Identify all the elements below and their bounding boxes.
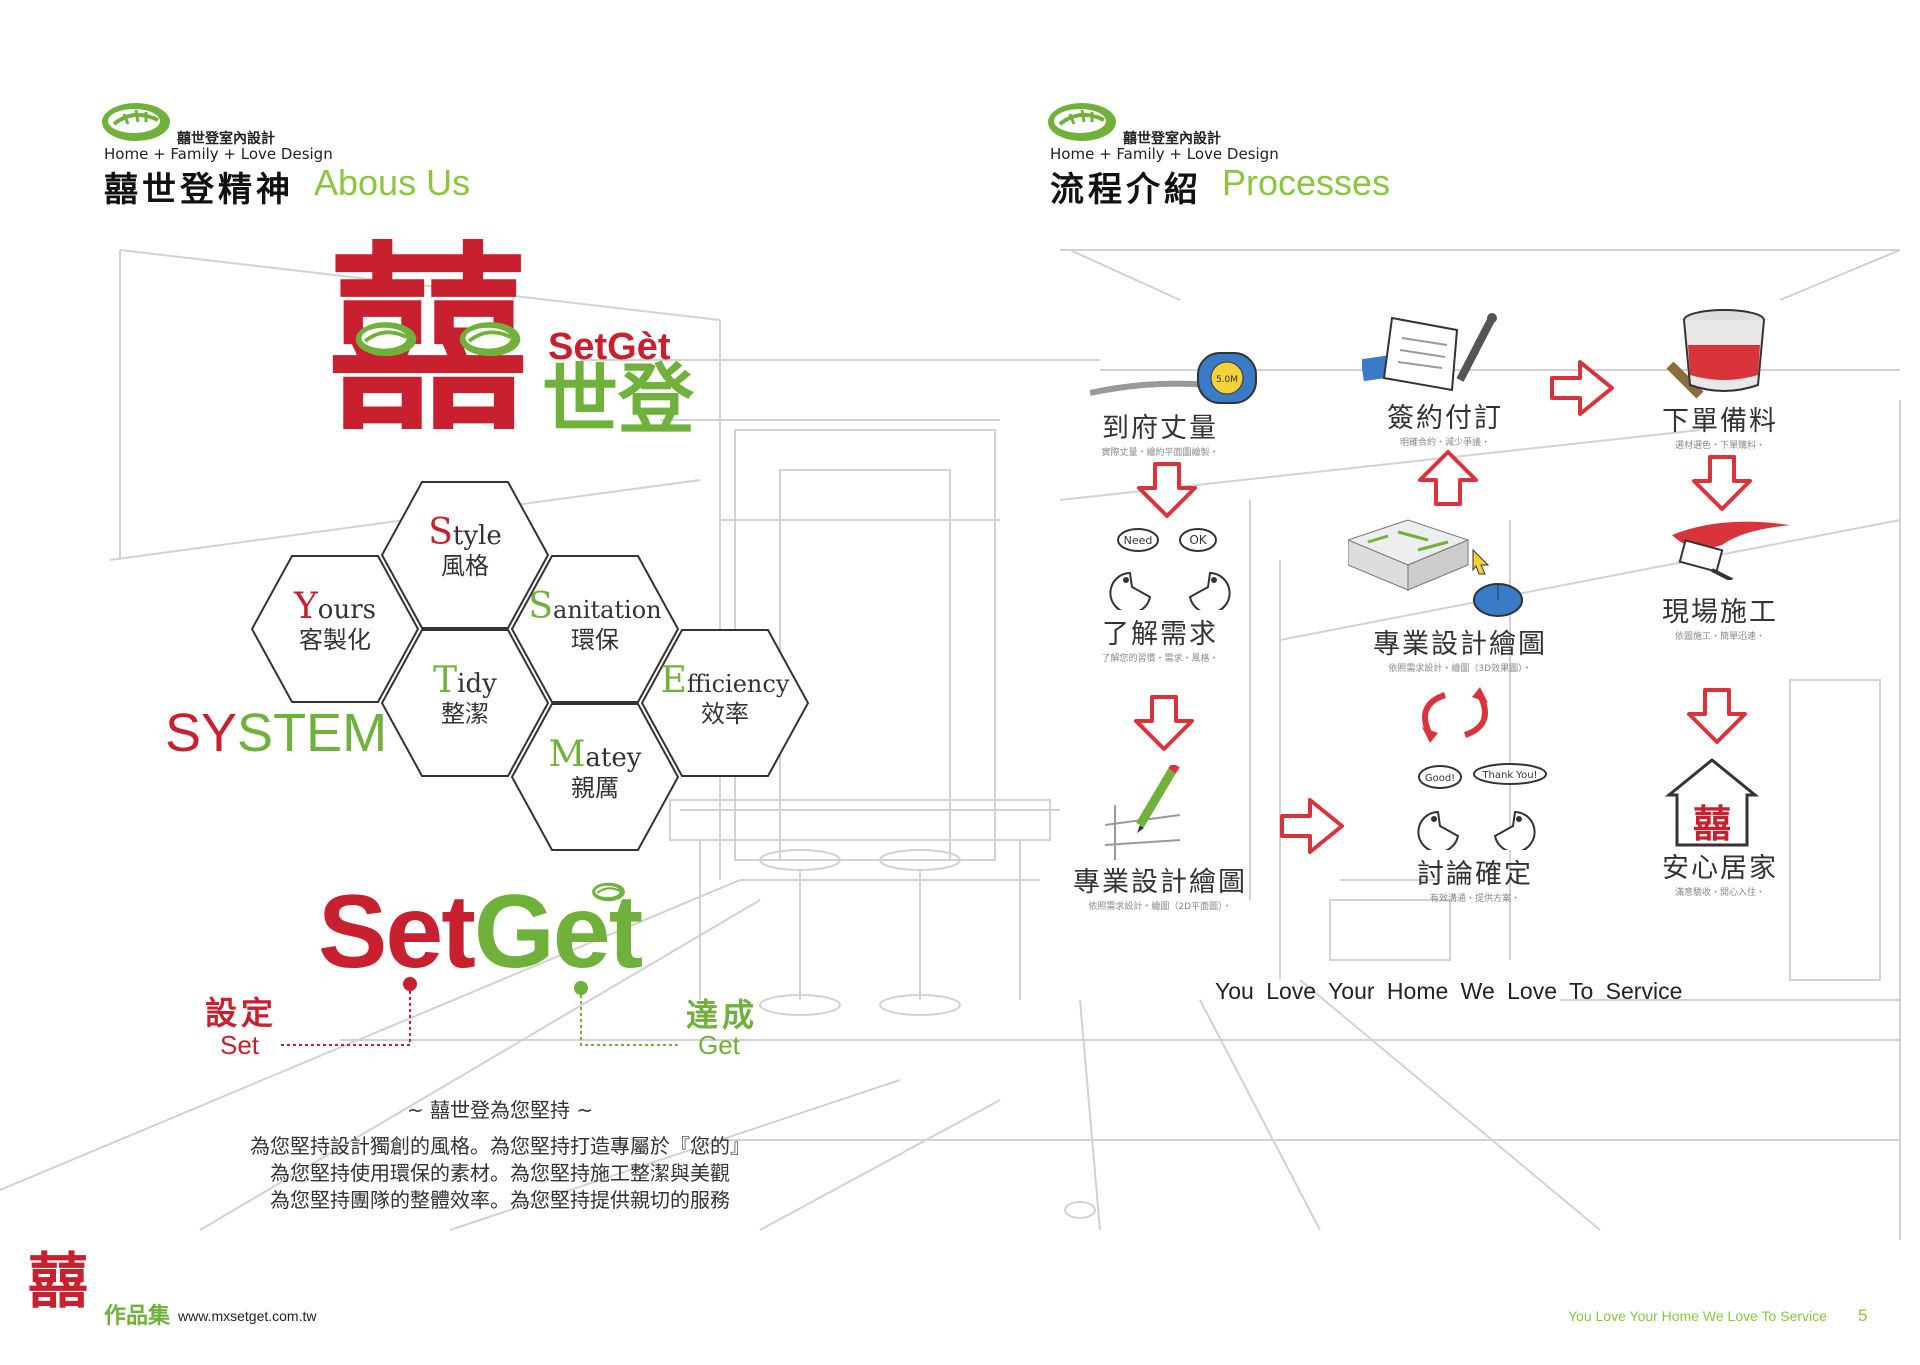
svg-text:囍: 囍	[1693, 802, 1731, 846]
discussion-good-thanks-icon: Good! Thank You!	[1417, 763, 1547, 850]
company-name: 囍世登室內設計	[1123, 131, 1221, 147]
step-discuss: 討論確定有效溝通・提供方案・	[1417, 859, 1533, 904]
leaf-logo-icon	[102, 103, 170, 141]
step-design-3d: 專業設計繪圖依照需求設計・繪圖（3D效果圖）・	[1373, 629, 1547, 674]
arrow-down-icon	[1134, 695, 1194, 751]
svg-text:Need: Need	[1124, 534, 1153, 547]
section-title-en: Abous Us	[314, 162, 471, 203]
tape-measure-icon: 5.0M	[1090, 352, 1257, 404]
get-en: Get	[698, 1030, 740, 1060]
page-number: 5	[1858, 1306, 1868, 1325]
cycle-arrows-icon	[1422, 687, 1488, 743]
leaf-icon	[459, 322, 521, 357]
tagline: Home + Family + Love Design	[104, 145, 333, 163]
tagline: Home + Family + Love Design	[1050, 145, 1279, 163]
svg-text:5.0M: 5.0M	[1216, 375, 1238, 385]
svg-text:Good!: Good!	[1425, 773, 1455, 784]
section-title-zh: 流程介紹	[1050, 170, 1202, 210]
leaf-logo-icon	[1048, 103, 1116, 141]
arrow-down-icon	[1137, 462, 1197, 518]
leaf-icon	[355, 322, 417, 357]
step-move-in: 安心居家滿意驗收・開心入住・	[1662, 853, 1778, 898]
promise-title: ~ 囍世登為您堅持 ~	[406, 1098, 594, 1122]
footer-portfolio: 作品集	[104, 1304, 171, 1329]
footer-slogan: You Love Your Home We Love To Service	[1568, 1308, 1827, 1324]
logo-word: SetGèt	[548, 326, 671, 368]
promise-line: 為您堅持使用環保的素材。為您堅持施工整潔與美觀	[270, 1161, 730, 1185]
arrow-right-icon	[1280, 798, 1344, 854]
svg-text:OK: OK	[1189, 533, 1207, 547]
step-measure: 到府丈量實際丈量・繪約平面圖繪製・	[1101, 413, 1219, 458]
arrow-up-icon	[1418, 450, 1478, 506]
step-construct: 現場施工依圖施工・簡單迅速・	[1662, 597, 1778, 642]
promise-line: 為您堅持設計獨創的風格。為您堅持打造專屬於『您的』	[250, 1134, 750, 1158]
arrow-right-icon	[1550, 360, 1614, 416]
svg-text:Thank You!: Thank You!	[1481, 770, 1537, 781]
system-label: SYSTEM	[165, 703, 388, 763]
section-title-zh: 囍世登精神	[104, 170, 294, 210]
pencil-drawing-icon	[1104, 765, 1181, 860]
footer-logo-char: 囍	[28, 1247, 88, 1317]
3d-model-icon	[1348, 519, 1523, 617]
arrow-down-icon	[1692, 455, 1752, 511]
section-title-en: Processes	[1222, 162, 1391, 203]
discussion-need-ok-icon: Need OK	[1109, 528, 1231, 610]
paint-brush-icon	[1672, 521, 1790, 580]
logo-zh: 世登	[542, 355, 694, 444]
promise-line: 為您堅持團隊的整體效率。為您堅持提供親切的服務	[270, 1188, 730, 1212]
leaf-icon	[592, 882, 625, 902]
setget-connectors	[280, 977, 680, 1046]
set-zh: 設定	[205, 994, 278, 1032]
slogan: You Love Your Home We Love To Service	[1215, 978, 1683, 1004]
contract-icon	[1362, 313, 1497, 392]
paint-bucket-icon	[1666, 309, 1765, 399]
step-design-2d: 專業設計繪圖依照需求設計・繪圖（2D平面圖）・	[1073, 867, 1247, 912]
step-order: 下單備料選材選色・下單購料・	[1662, 406, 1778, 451]
house-icon: 囍	[1665, 758, 1760, 847]
set-en: Set	[220, 1030, 260, 1060]
promise-text: 為您堅持設計獨創的風格。為您堅持打造專屬於『您的』 為您堅持使用環保的素材。為您…	[200, 1133, 800, 1214]
company-name: 囍世登室內設計	[177, 131, 275, 147]
arrow-down-icon	[1687, 688, 1747, 744]
footer-website[interactable]: www.mxsetget.com.tw	[178, 1308, 317, 1324]
get-zh: 達成	[686, 996, 759, 1034]
step-understand: 了解需求了解您的習慣・需求・風格・	[1101, 619, 1219, 664]
step-sign: 簽約付訂明確合約・減少爭議・	[1387, 403, 1503, 448]
